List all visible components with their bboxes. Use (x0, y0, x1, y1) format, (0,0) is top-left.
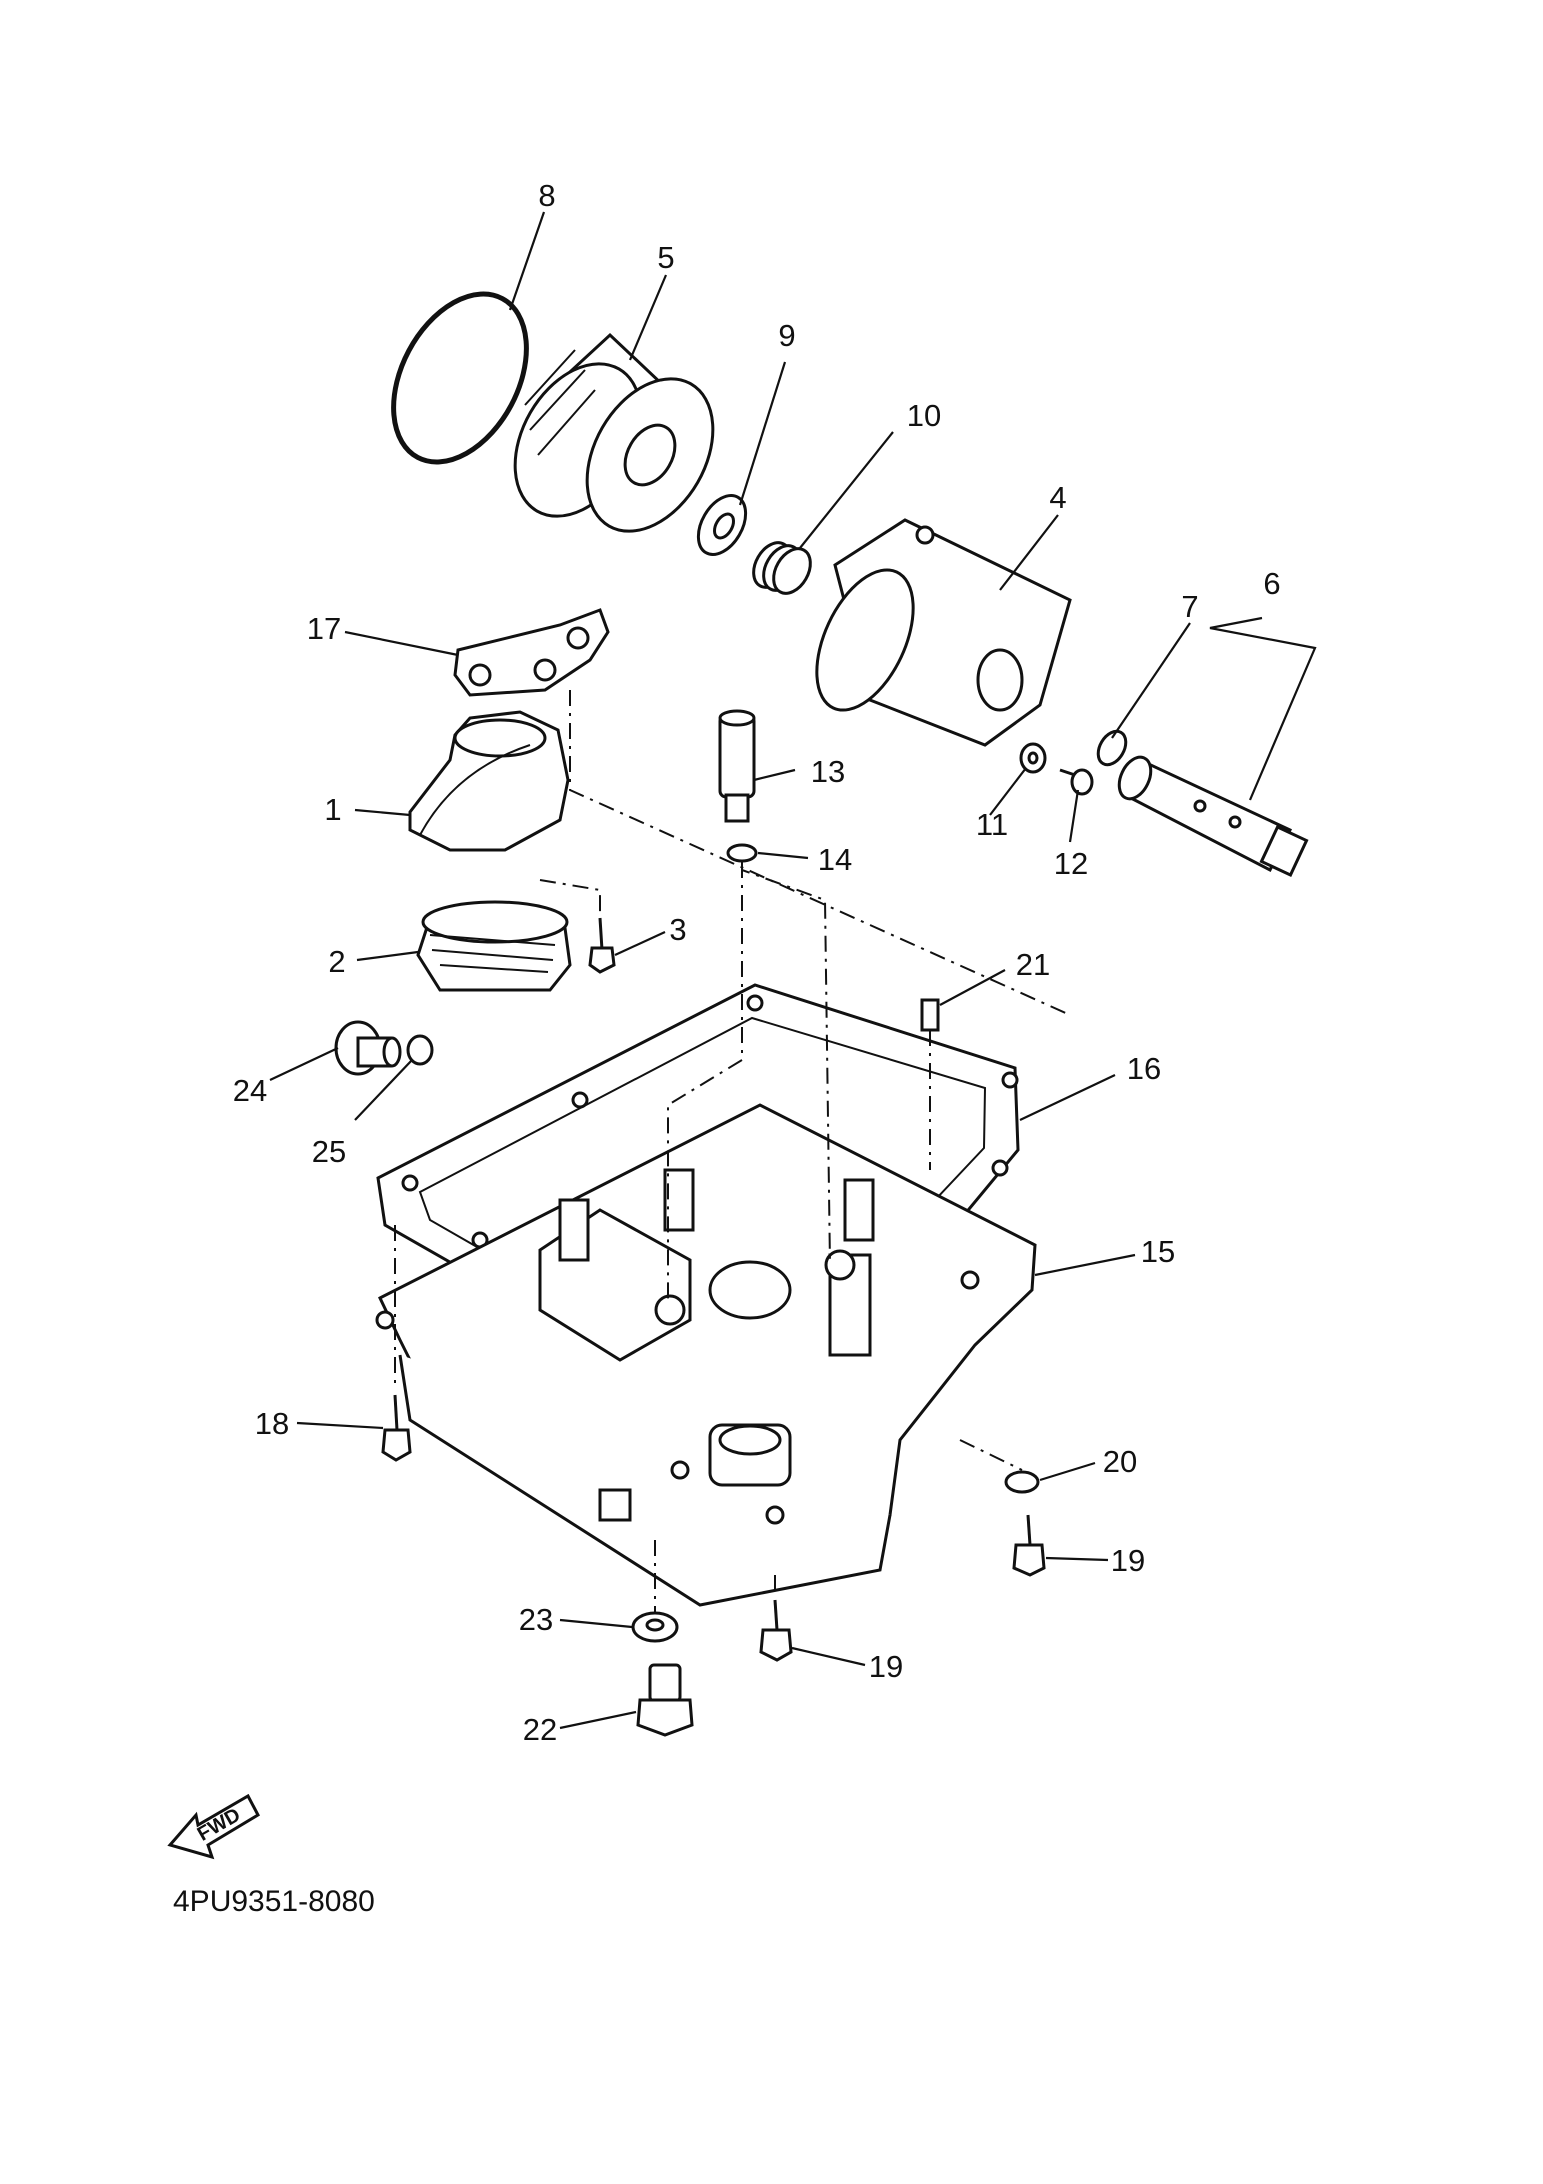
callout-24: 24 (233, 1073, 267, 1108)
gasket-17 (453, 608, 610, 697)
callout-19b: 19 (869, 1649, 903, 1684)
callout-3: 3 (669, 912, 686, 947)
o-ring-14 (726, 843, 758, 863)
grommet-20 (1004, 1470, 1040, 1494)
callout-9: 9 (778, 318, 795, 353)
o-ring-25 (406, 1034, 434, 1066)
callout-7: 7 (1181, 589, 1198, 624)
oil-relief-pipe-6 (1117, 755, 1309, 877)
bolt-19b (759, 1599, 793, 1662)
o-ring-7 (1096, 729, 1128, 767)
callout-14: 14 (818, 842, 852, 877)
forward-arrow-icon: FWD (167, 1793, 260, 1860)
callout-15: 15 (1141, 1234, 1175, 1269)
washer-23 (631, 1611, 679, 1643)
strainer-screen-2 (416, 900, 572, 992)
washer-9 (696, 494, 748, 556)
callout-21: 21 (1016, 947, 1050, 982)
callout-1: 1 (324, 792, 341, 827)
oil-filter-element-5 (513, 332, 715, 533)
drain-bolt-22 (636, 1663, 694, 1737)
callout-4: 4 (1049, 480, 1066, 515)
washer-11 (1019, 742, 1047, 774)
bolt-18 (381, 1394, 412, 1462)
part-code: 4PU9351-8080 (173, 1885, 375, 1918)
callout-17: 17 (307, 611, 341, 646)
spring-10 (752, 541, 812, 595)
oil-pan-15 (375, 1103, 1037, 1607)
leader-lines (269, 211, 1317, 1730)
callout-25: 25 (312, 1134, 346, 1169)
bolt-12 (1059, 768, 1094, 796)
callout-22: 22 (523, 1712, 557, 1747)
drain-plug-24 (334, 1020, 402, 1076)
callout-8: 8 (538, 178, 555, 213)
bolt-19a (1012, 1514, 1046, 1577)
strainer-housing-1 (408, 710, 570, 852)
callout-13: 13 (811, 754, 845, 789)
callout-16: 16 (1127, 1051, 1161, 1086)
callout-18: 18 (255, 1406, 289, 1441)
assembly-lines (394, 690, 1071, 1612)
dowel-21 (920, 998, 940, 1032)
callout-2: 2 (328, 944, 345, 979)
callout-19a: 19 (1111, 1543, 1145, 1578)
callout-6: 6 (1263, 566, 1280, 601)
callout-12: 12 (1054, 846, 1088, 881)
relief-valve-13 (718, 709, 756, 823)
callout-23: 23 (519, 1602, 553, 1637)
callout-11: 11 (976, 807, 1008, 842)
callout-10: 10 (907, 398, 941, 433)
bolt-3 (588, 917, 616, 974)
o-ring-8 (391, 291, 529, 465)
callout-5: 5 (657, 240, 674, 275)
callout-20: 20 (1103, 1444, 1137, 1479)
